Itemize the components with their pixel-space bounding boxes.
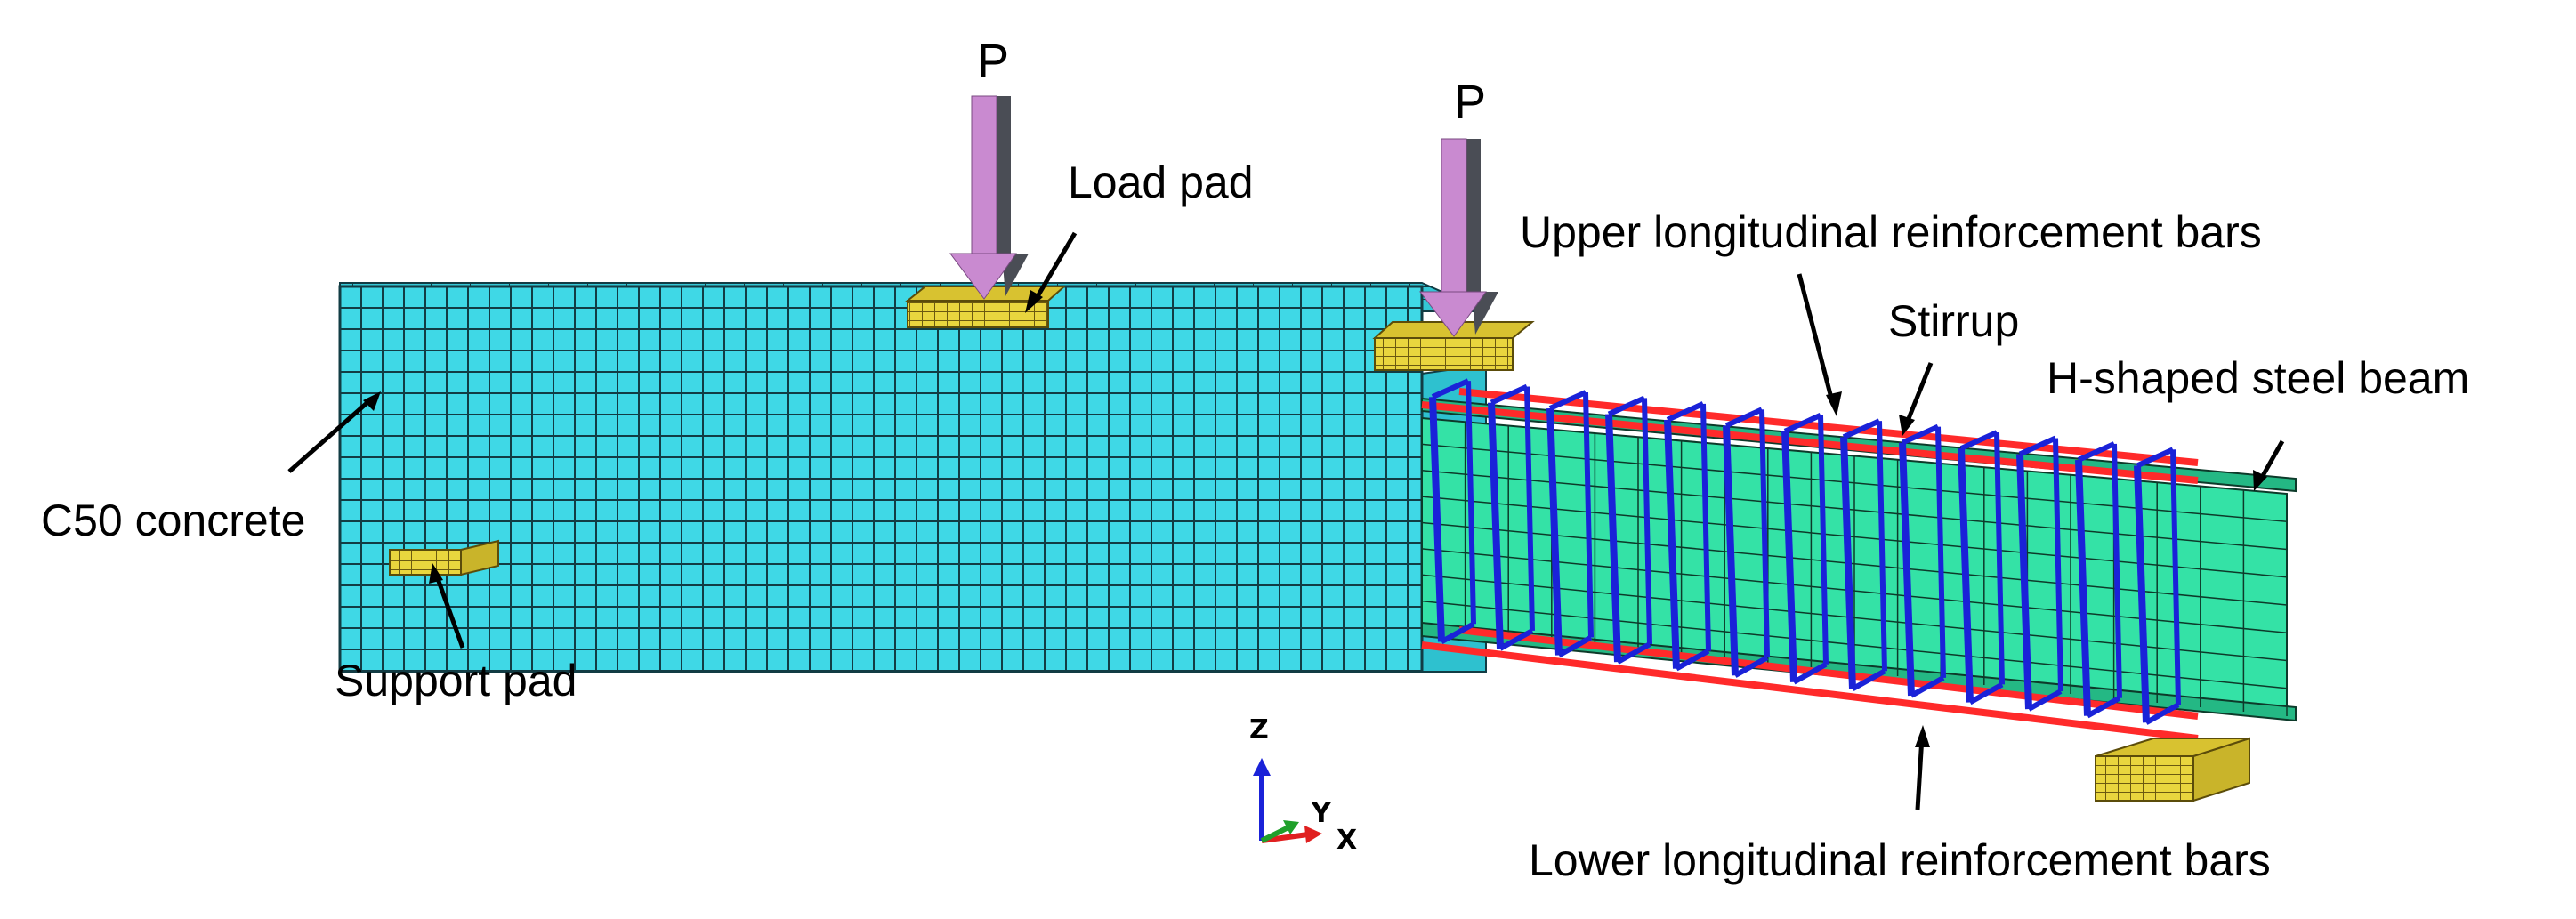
lower-bars-label: Lower longitudinal reinforcement bars <box>1529 835 2271 885</box>
triad-label-z: Z <box>1249 714 1269 746</box>
arrowhead-stirrup <box>1899 415 1915 436</box>
leader-load-pad <box>1031 231 1078 304</box>
leader-lower-bars <box>1915 736 1925 810</box>
upper-bars-label: Upper longitudinal reinforcement bars <box>1520 207 2262 257</box>
arrowhead-steel-beam <box>2253 470 2267 491</box>
support-pad-right <box>2095 737 2250 802</box>
load-arrow-left <box>949 95 1029 300</box>
load-arrow-right <box>1418 138 1498 337</box>
concrete-mesh <box>339 286 1422 672</box>
concrete-beam <box>338 282 1487 673</box>
leader-support-pad <box>433 573 465 649</box>
leader-arrowheads <box>363 290 2267 747</box>
triad-label-x: X <box>1336 825 1358 856</box>
triad-label-y: Y <box>1312 798 1331 829</box>
support-pad-left <box>389 539 499 576</box>
arrowhead-load-pad <box>1025 290 1043 313</box>
leader-concrete <box>287 397 374 473</box>
leader-stirrup <box>1903 362 1934 426</box>
load-label-right: P <box>1454 76 1487 129</box>
stirrups <box>1429 378 2181 725</box>
support-pad-label: Support pad <box>335 656 577 705</box>
concrete-label: C50 concrete <box>41 496 306 545</box>
stirrup-label: Stirrup <box>1888 296 2020 346</box>
arrowhead-lower-bars <box>1915 725 1930 747</box>
load-label-left: P <box>977 35 1010 88</box>
leader-lines <box>287 231 2285 810</box>
leader-steel-beam <box>2257 439 2285 482</box>
load-pad-label: Load pad <box>1068 157 1254 207</box>
arrowhead-support-pad <box>429 563 443 584</box>
steel-beam-label: H-shaped steel beam <box>2047 353 2470 403</box>
arrowhead-upper-bars <box>1826 391 1842 416</box>
arrowhead-concrete <box>363 391 381 411</box>
axis-triad <box>1253 758 1322 843</box>
steel-section <box>1421 378 2297 742</box>
leader-upper-bars <box>1797 273 1836 406</box>
